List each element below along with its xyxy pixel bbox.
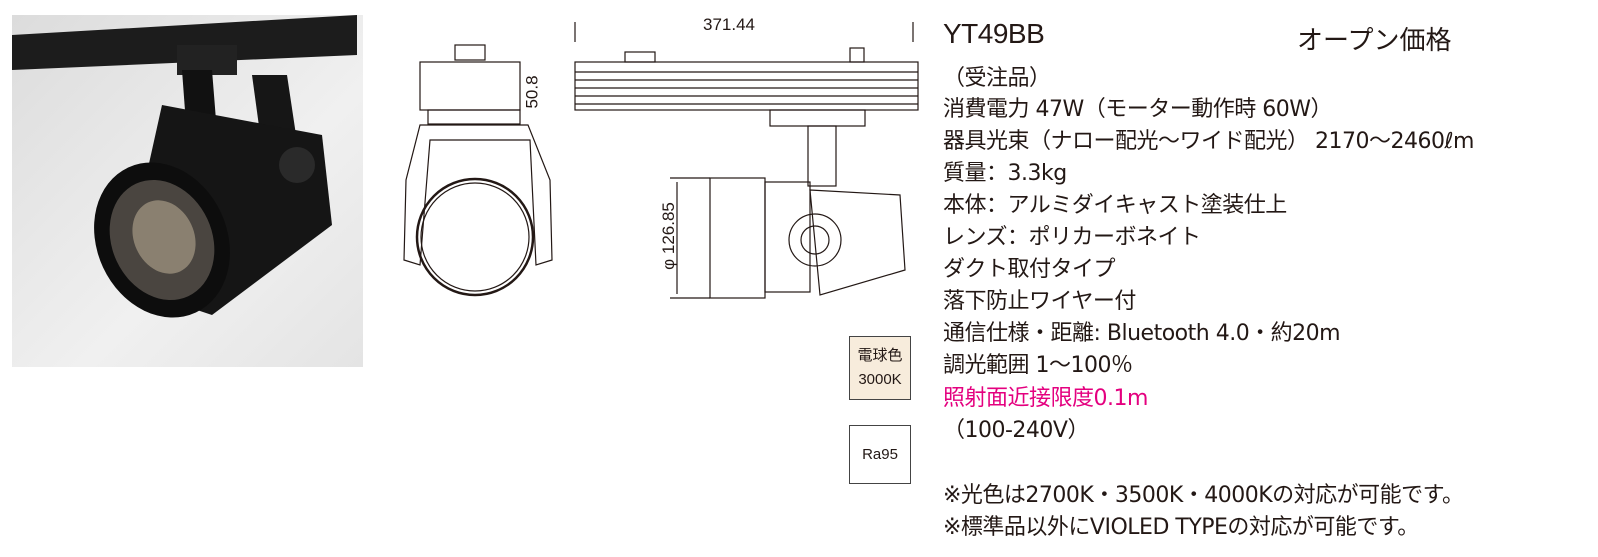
note-light-colors: ※光色は2700K・3500K・4000Kの対応が可能です。 [943, 483, 1464, 508]
product-photo [12, 15, 363, 367]
front-view-drawing [403, 44, 553, 297]
cri-badge: Ra95 [849, 425, 911, 484]
price: オープン価格 [1297, 26, 1452, 56]
spec-proximity-limit: 照射面近接限度0.1m [943, 386, 1148, 411]
spec-power: 消費電力 47W（モーター動作時 60W） [943, 97, 1332, 122]
spec-lumen: 器具光束（ナロー配光～ワイド配光） 2170～2460ℓm [943, 129, 1475, 154]
spec-mount: ダクト取付タイプ [943, 257, 1116, 282]
note-violed: ※標準品以外にVIOLED TYPEの対応が可能です。 [943, 515, 1419, 540]
dimension-length: 371.44 [703, 15, 755, 34]
spec-voltage: （100-240V） [943, 418, 1089, 443]
spec-body: 本体：アルミダイキャスト塗装仕上 [943, 193, 1287, 218]
spec-dimming: 調光範囲 1～100％ [943, 353, 1133, 378]
side-view-drawing [574, 22, 919, 299]
cri-value: Ra95 [862, 445, 898, 463]
color-temperature-badge: 電球色 3000K [849, 336, 911, 400]
model-number: YT49BB [943, 18, 1045, 49]
dimension-height: 50.8 [522, 75, 542, 109]
spec-lens: レンズ：ポリカーボネイト [943, 225, 1201, 250]
color-name: 電球色 [857, 347, 903, 364]
spec-wire: 落下防止ワイヤー付 [943, 289, 1136, 314]
color-temp: 3000K [858, 371, 902, 388]
dimension-diameter: φ 126.85 [658, 202, 678, 270]
spec-comm: 通信仕様・距離: Bluetooth 4.0・約20m [943, 321, 1341, 346]
order-note: （受注品） [943, 66, 1051, 91]
spec-weight: 質量：3.3kg [943, 161, 1067, 186]
